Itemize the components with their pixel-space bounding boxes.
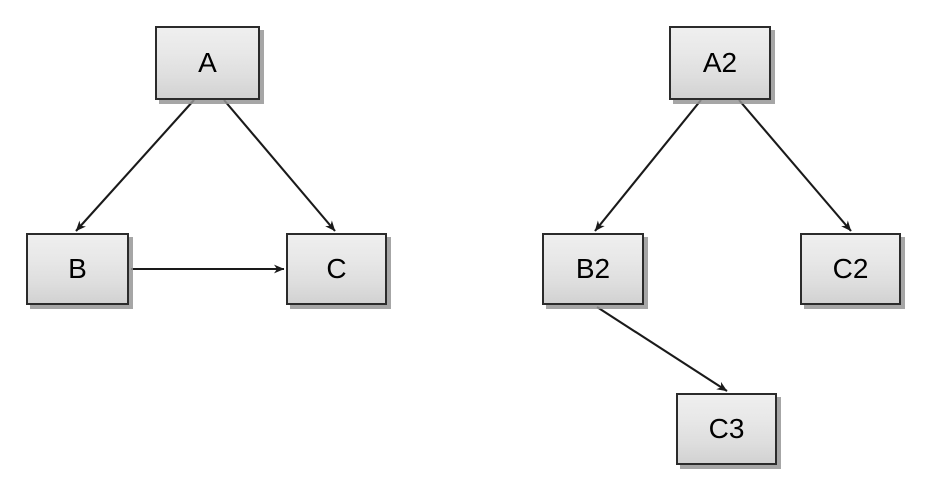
node-label-a2: A2 — [702, 47, 738, 78]
edge-a-c[interactable] — [223, 99, 336, 232]
node-c2[interactable]: C2 — [800, 233, 901, 305]
node-c3[interactable]: C3 — [676, 393, 777, 465]
node-label-a: A — [198, 47, 217, 78]
node-b2[interactable]: B2 — [542, 233, 644, 305]
node-b[interactable]: B — [26, 233, 129, 305]
node-c[interactable]: C — [286, 233, 387, 305]
node-label-c: C — [326, 253, 347, 284]
edge-b2-c3[interactable] — [596, 306, 728, 392]
edge-a2-c2[interactable] — [738, 99, 852, 232]
edge-a-b[interactable] — [75, 99, 195, 232]
node-label-c3: C3 — [708, 413, 745, 444]
node-a2[interactable]: A2 — [669, 26, 771, 100]
node-label-b2: B2 — [575, 253, 611, 284]
node-label-c2: C2 — [832, 253, 869, 284]
node-label-b: B — [68, 253, 87, 284]
node-a[interactable]: A — [155, 26, 260, 100]
edge-a2-b2[interactable] — [594, 99, 702, 232]
